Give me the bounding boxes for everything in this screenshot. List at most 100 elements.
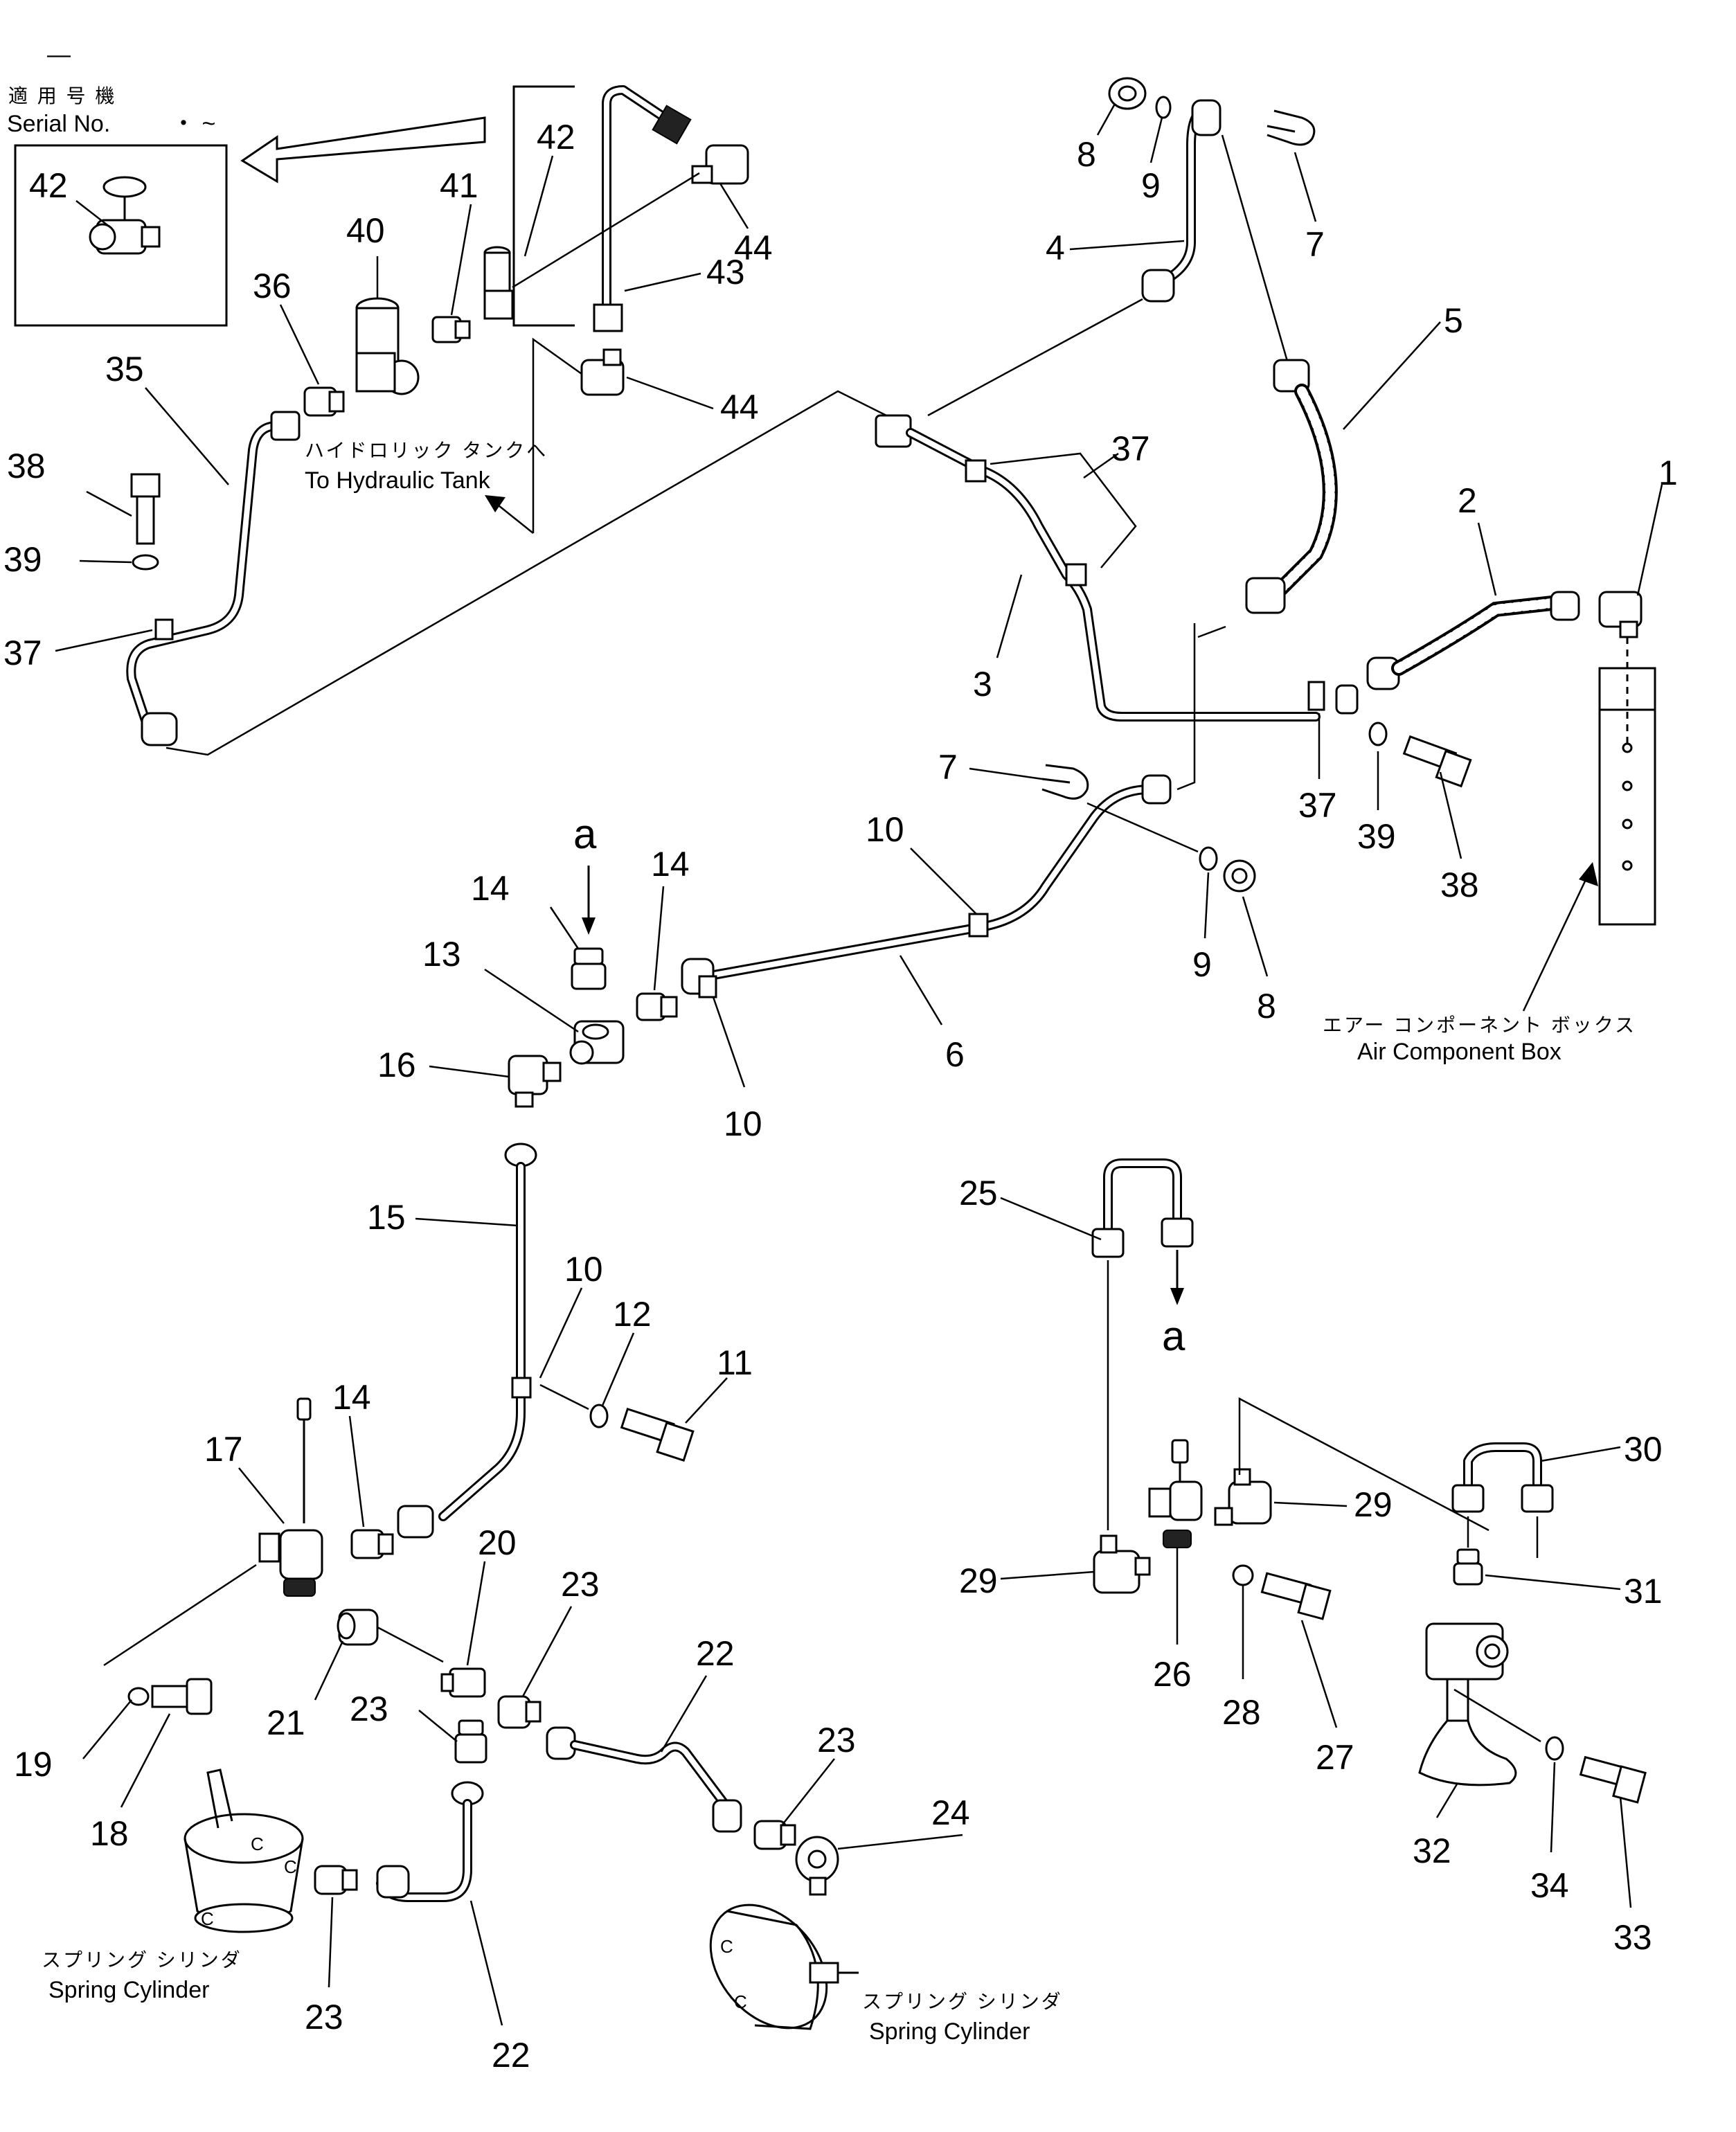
arrow-hydraulic-tank xyxy=(498,505,534,534)
bolt-27 xyxy=(1260,1572,1332,1620)
pipe-6 xyxy=(681,774,1172,998)
leader-long-upper xyxy=(165,390,887,756)
callout-41: 41 xyxy=(440,166,478,205)
leader-32-34 xyxy=(1453,1688,1541,1743)
callout-20: 20 xyxy=(478,1523,517,1562)
leader-42-44 xyxy=(512,172,700,289)
leader-3-to-6 xyxy=(1176,623,1196,791)
u-clamp-7-top xyxy=(1267,109,1316,146)
callout-8-top: 8 xyxy=(1077,135,1096,174)
adapter-23-c xyxy=(753,1820,796,1850)
callout-1: 1 xyxy=(1658,454,1678,492)
callout-35: 35 xyxy=(105,350,144,388)
adapter-14-a xyxy=(571,947,607,990)
callout-42-box: 42 xyxy=(537,118,575,156)
callout-37-right: 37 xyxy=(1298,786,1337,825)
callout-10-top: 10 xyxy=(866,810,904,849)
adapter-14-c xyxy=(350,1529,394,1559)
elbow-16 xyxy=(508,1055,562,1108)
caption-spring-cylinder-left-jp: スプリング シリンダ xyxy=(42,1949,242,1971)
adapter-21 xyxy=(337,1609,379,1646)
callout-7-mid: 7 xyxy=(938,748,958,787)
callout-9-mid: 9 xyxy=(1192,945,1212,984)
callout-43: 43 xyxy=(706,253,745,292)
callout-12: 12 xyxy=(613,1295,652,1334)
callout-23-c: 23 xyxy=(817,1721,856,1759)
caption-spring-cylinder-right: スプリング シリンダ Spring Cylinder xyxy=(862,1991,1061,2045)
serial-range: ・ ~ xyxy=(172,111,215,137)
elbow-44-mid xyxy=(580,348,625,396)
air-component-box xyxy=(1598,637,1656,926)
elbow-1 xyxy=(1598,591,1643,638)
nut-8-top xyxy=(1108,77,1147,110)
caption-spring-cylinder-right-en: Spring Cylinder xyxy=(869,2018,1030,2045)
valve-17 xyxy=(258,1397,323,1597)
callout-24: 24 xyxy=(931,1793,970,1832)
u-clamp-7-mid xyxy=(1041,764,1089,800)
bolt-38-right xyxy=(1402,735,1472,788)
callout-15: 15 xyxy=(367,1198,406,1237)
clamp-37-right xyxy=(1307,681,1359,715)
caption-hydraulic-tank-jp: ハイドロリック タンクへ xyxy=(305,440,548,461)
pipe-35 xyxy=(126,411,301,746)
callout-40: 40 xyxy=(346,211,385,250)
callout-44-mid: 44 xyxy=(720,388,759,427)
pipe-15 xyxy=(397,1143,537,1539)
caption-spring-cylinder-left-en: Spring Cylinder xyxy=(48,1977,209,2003)
leader-21-20 xyxy=(377,1626,444,1663)
caption-hydraulic-tank-en: To Hydraulic Tank xyxy=(305,467,491,494)
callout-34: 34 xyxy=(1530,1866,1569,1905)
adapter-14-b xyxy=(636,992,678,1021)
spring-cylinder-right: C C xyxy=(709,1903,859,2030)
washer-9-top xyxy=(1155,96,1172,119)
svg-text:C: C xyxy=(201,1908,214,1929)
callout-37-mid: 37 xyxy=(1111,429,1150,468)
washer-9-mid xyxy=(1199,846,1218,871)
adapter-36 xyxy=(303,386,345,417)
adapter-23-d xyxy=(314,1865,358,1895)
inset-valve-icon xyxy=(89,176,161,255)
washer-39-right xyxy=(1368,722,1388,746)
leader-10-12 xyxy=(539,1383,589,1410)
view-mark-a-bottom: a xyxy=(1162,1250,1185,1359)
callout-26: 26 xyxy=(1153,1655,1192,1694)
callout-39-left: 39 xyxy=(3,540,42,579)
serial-inset-box xyxy=(14,144,228,327)
callout-39-right: 39 xyxy=(1357,817,1396,856)
washer-34 xyxy=(1545,1736,1564,1761)
pipe-25 xyxy=(1091,1158,1194,1258)
pipe-43 xyxy=(593,85,692,332)
callout-25: 25 xyxy=(959,1174,998,1212)
callout-28: 28 xyxy=(1222,1693,1261,1732)
callout-10-low: 10 xyxy=(564,1250,603,1289)
callout-3: 3 xyxy=(973,665,992,704)
callout-44-top: 44 xyxy=(734,229,773,267)
callout-14-b: 14 xyxy=(651,845,690,884)
callout-31: 31 xyxy=(1624,1572,1663,1611)
washer-12 xyxy=(589,1404,609,1428)
caption-hydraulic-tank: ハイドロリック タンクへ To Hydraulic Tank xyxy=(305,440,548,494)
callout-10-mid: 10 xyxy=(724,1104,762,1143)
detail-bracket xyxy=(512,85,575,327)
leader-29-31 xyxy=(1238,1397,1489,1532)
bolt-18 xyxy=(151,1678,213,1715)
adapter-23-b xyxy=(454,1719,487,1764)
serial-label: Serial No. xyxy=(7,111,110,137)
pipe-4 xyxy=(1141,99,1222,303)
bolt-38-left xyxy=(130,473,161,545)
callout-6: 6 xyxy=(945,1035,965,1074)
callout-23-a: 23 xyxy=(561,1565,600,1604)
spring-cylinder-left: C C C xyxy=(184,1768,304,1933)
callout-11: 11 xyxy=(717,1343,753,1382)
caption-spring-cylinder-left: スプリング シリンダ Spring Cylinder xyxy=(42,1949,242,2003)
pipe-22-lower xyxy=(376,1781,484,1902)
callout-32: 32 xyxy=(1413,1831,1451,1870)
nut-8-mid xyxy=(1223,859,1256,893)
elbow-29-right xyxy=(1214,1468,1272,1526)
callout-29-left: 29 xyxy=(959,1561,998,1600)
callout-8-mid: 8 xyxy=(1257,987,1276,1025)
view-mark-a-bottom-label: a xyxy=(1162,1313,1185,1359)
callout-9-top: 9 xyxy=(1141,166,1161,205)
leader-4-to-tee xyxy=(927,298,1143,417)
